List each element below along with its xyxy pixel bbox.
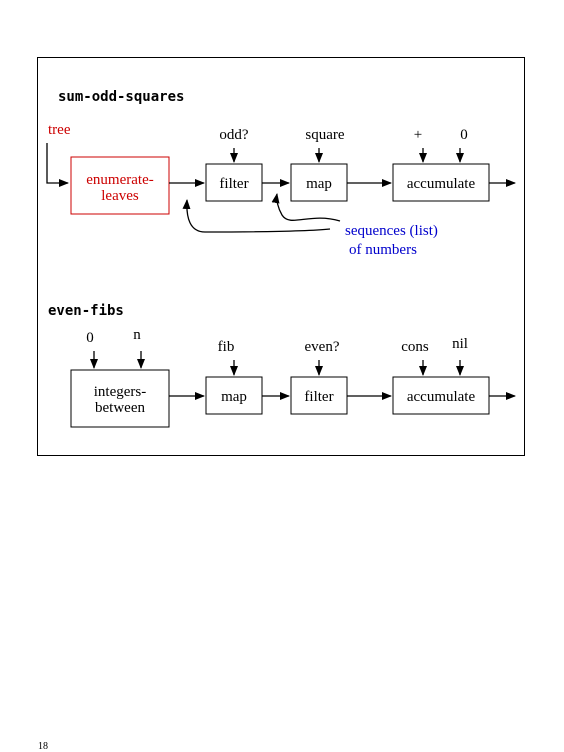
integers-between-label-line1: integers- bbox=[94, 384, 146, 400]
note-pointer-arrow-2 bbox=[271, 193, 341, 222]
note-line2: of numbers bbox=[349, 242, 417, 258]
enumerate-leaves-box bbox=[70, 156, 170, 215]
n-input-label: n bbox=[133, 327, 141, 343]
top-map-label: map bbox=[306, 176, 332, 192]
top-accumulate-label: accumulate bbox=[407, 176, 476, 192]
tree-label: tree bbox=[48, 122, 71, 138]
diagram-frame bbox=[37, 57, 525, 456]
fib-label: fib bbox=[218, 339, 235, 355]
enumerate-leaves-label-line1: enumerate- bbox=[86, 172, 153, 188]
note-line1: sequences (list) bbox=[345, 223, 438, 239]
enumerate-leaves-label-line2: leaves bbox=[101, 188, 139, 204]
zero-input-label: 0 bbox=[86, 330, 94, 346]
bottom-accumulate-label: accumulate bbox=[407, 389, 476, 405]
odd-label: odd? bbox=[219, 127, 249, 143]
nil-label: nil bbox=[452, 336, 468, 352]
top-filter-label: filter bbox=[219, 176, 248, 192]
cons-label: cons bbox=[401, 339, 429, 355]
bottom-map-label: map bbox=[221, 389, 247, 405]
integers-between-box bbox=[70, 369, 170, 428]
page-number: 18 bbox=[38, 741, 48, 752]
bottom-filter-label: filter bbox=[304, 389, 333, 405]
note-pointer-arrow-1 bbox=[182, 199, 331, 233]
even-label: even? bbox=[305, 339, 340, 355]
zero-label: 0 bbox=[460, 127, 468, 143]
bottom-title: even-fibs bbox=[48, 303, 124, 319]
square-label: square bbox=[305, 127, 344, 143]
tree-input-arrow bbox=[46, 143, 69, 187]
plus-label: + bbox=[414, 127, 422, 143]
integers-between-label-line2: between bbox=[95, 400, 145, 416]
top-title: sum-odd-squares bbox=[58, 89, 184, 105]
